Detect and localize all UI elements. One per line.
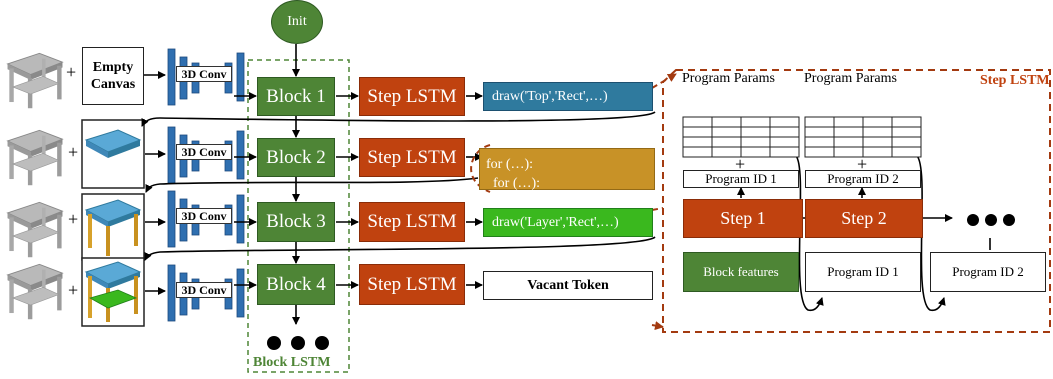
program-params-table-1: [682, 116, 800, 158]
step-1: Step 1: [683, 199, 803, 238]
step-lstm-2: Step LSTM: [359, 138, 465, 177]
program-params-table-2: [804, 116, 922, 158]
output-row-2: for (…): for (…): draw('Leg','Cub',…): [479, 148, 655, 210]
program-id-1-upper: Program ID 1: [683, 170, 799, 188]
plus-sign-6: +: [857, 154, 868, 174]
table-input-3: [7, 201, 63, 258]
step-lstm-1: Step LSTM: [359, 77, 465, 116]
block-2: Block 2: [257, 138, 335, 177]
empty-canvas-line-2: Canvas: [90, 77, 136, 92]
conv-label-3: 3D Conv: [176, 208, 232, 224]
conv-label-4: 3D Conv: [176, 282, 232, 298]
table-input-1: [7, 52, 63, 109]
output-row-1: draw('Top','Rect',…): [483, 82, 653, 111]
conv-label-2: 3D Conv: [176, 144, 232, 160]
block-lstm-label: Block LSTM: [253, 355, 331, 370]
more-steps-ellipsis: [967, 214, 1015, 226]
conv-label-1: 3D Conv: [176, 66, 232, 82]
plus-sign-5: +: [735, 154, 746, 174]
init-node: Init: [271, 0, 323, 44]
plus-sign-4: +: [68, 280, 79, 300]
output-row-4: Vacant Token: [483, 271, 653, 300]
output-row-3: draw('Layer','Rect',…): [483, 208, 653, 237]
program-id-1-lower: Program ID 1: [805, 252, 921, 292]
output-row-2-line-2: for (…):: [486, 176, 541, 191]
program-params-label-2: Program Params: [804, 71, 897, 86]
more-blocks-ellipsis: [267, 336, 329, 350]
init-label: Init: [287, 14, 307, 29]
program-id-2-lower: Program ID 2: [930, 252, 1046, 292]
block-lstm-container: [247, 59, 350, 373]
table-input-2: [7, 129, 63, 186]
block-3: Block 3: [257, 202, 335, 242]
program-id-2-upper: Program ID 2: [805, 170, 921, 188]
step-lstm-title: Step LSTM: [980, 73, 1050, 88]
plus-sign-2: +: [68, 142, 79, 162]
program-params-label-1: Program Params: [682, 71, 775, 86]
output-row-2-line-1: for (…):: [486, 157, 534, 172]
empty-canvas-line-1: Empty: [92, 60, 134, 75]
plus-sign-3: +: [68, 209, 79, 229]
step-2: Step 2: [805, 199, 923, 238]
block-features: Block features: [683, 252, 799, 292]
block-1: Block 1: [257, 77, 335, 116]
table-input-4: [7, 263, 63, 320]
step-lstm-3: Step LSTM: [359, 202, 465, 242]
output-row-2-line-3: draw('Leg','Cub',…): [486, 195, 618, 210]
empty-canvas: Empty Canvas: [82, 47, 144, 105]
plus-sign-1: +: [66, 62, 77, 82]
block-4: Block 4: [257, 264, 335, 305]
step-lstm-4: Step LSTM: [359, 264, 465, 305]
